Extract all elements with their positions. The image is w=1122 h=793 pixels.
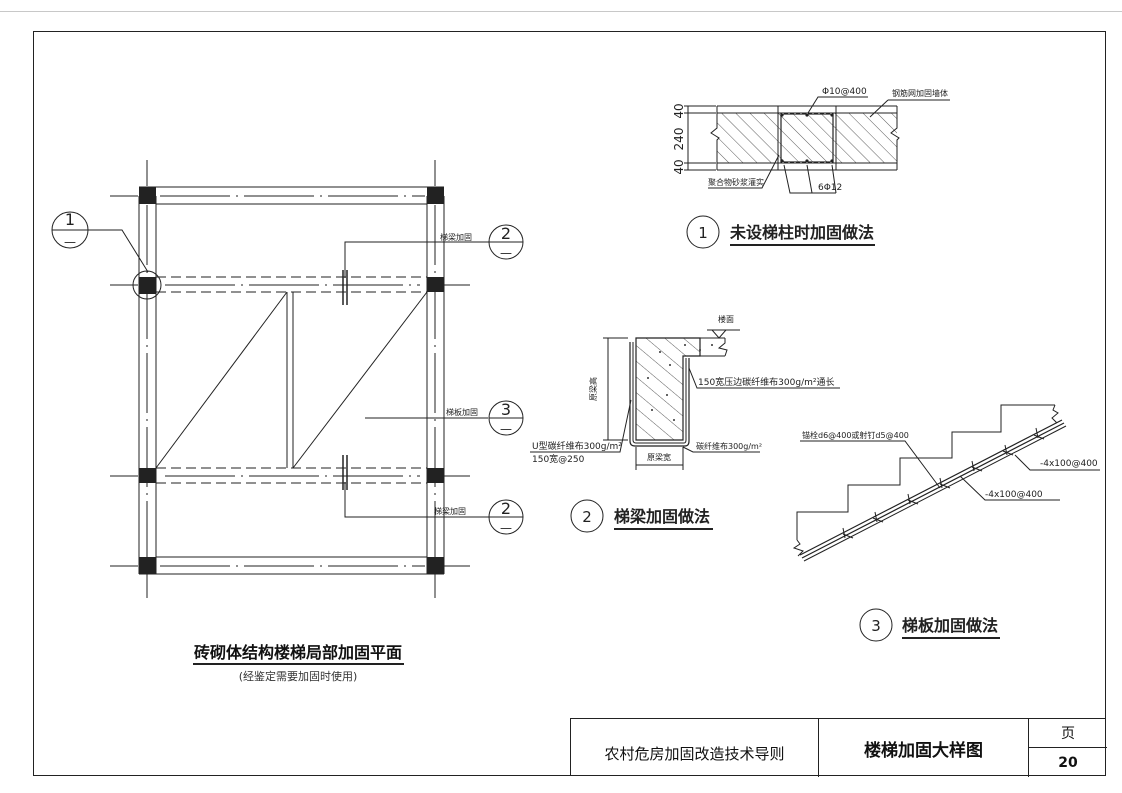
svg-text:—: — (64, 235, 76, 249)
detail-2-title-text: 梯梁加固做法 (614, 507, 710, 526)
callout-label: 梯梁加固 (434, 506, 466, 516)
label-mortar: 聚合物砂浆灌实 (708, 177, 764, 187)
leader-1 (84, 229, 149, 273)
sheet-title: 楼梯加固大样图 (819, 719, 1029, 777)
label-stirrup: Φ10@400 (822, 87, 867, 97)
label-u-wrap-1: U型碳纤维布300g/m² (532, 440, 622, 452)
leader-2-upper (344, 241, 490, 278)
svg-text:1: 1 (698, 224, 708, 242)
column (139, 187, 156, 204)
callout-bubble-3: 梯板加固 3 — (446, 400, 524, 436)
column (427, 277, 444, 292)
label-beam-width: 原梁宽 (647, 452, 671, 462)
callout-bubble-2-upper: 梯梁加固 2 — (440, 224, 524, 260)
column (427, 557, 444, 574)
project-title: 农村危房加固改造技术导则 (571, 719, 819, 777)
stair-flight-left-diagonal (155, 291, 288, 469)
page-number: 20 (1058, 754, 1078, 771)
stair-flight-right-diagonal (292, 291, 428, 469)
label-bottom-strip: 碳纤维布300g/m² (696, 441, 762, 451)
columns (139, 187, 444, 574)
dim-top: 40 (672, 103, 686, 118)
leader-2-lower (344, 482, 490, 518)
svg-text:1: 1 (65, 210, 75, 229)
scan-top-rule (0, 11, 1122, 12)
detail-1-wall-section: 40 240 40 Φ10@400 钢筋网加固墙体 聚合物砂浆灌实 6Φ12 (672, 87, 950, 194)
detail-1-title: 1 未设梯柱时加固做法 (686, 215, 875, 249)
label-plate-upper: -4x100@400 (1040, 459, 1098, 469)
column (139, 277, 156, 294)
svg-text:3: 3 (501, 400, 511, 419)
svg-text:2: 2 (501, 224, 511, 243)
plan-title: 砖砌体结构楼梯局部加固平面 (194, 643, 402, 662)
svg-text:—: — (500, 246, 512, 260)
column (139, 557, 156, 574)
drawing-frame (33, 31, 1106, 776)
callout-bubble-2-lower: 梯梁加固 2 — (434, 499, 524, 535)
detail-2-beam-section: 楼面 原梁高 原梁宽 150宽压边碳纤维布300g/m²通长 碳纤维布300g/… (530, 314, 840, 470)
label-rebar: 6Φ12 (818, 183, 842, 193)
svg-text:2: 2 (582, 508, 592, 526)
label-plate-lower: -4x100@400 (985, 490, 1043, 500)
label-u-wrap-2: 150宽@250 (532, 453, 585, 465)
callout-label: 梯板加固 (446, 407, 478, 417)
detail-3-title: 3 梯板加固做法 (859, 608, 1000, 642)
svg-text:—: — (500, 422, 512, 436)
stair-plan (84, 160, 490, 598)
callout-label: 梯梁加固 (440, 232, 472, 242)
title-block: 农村危房加固改造技术导则 楼梯加固大样图 页 20 (570, 718, 1107, 777)
column (427, 187, 444, 204)
page-label: 页 (1029, 719, 1107, 748)
label-beam-height: 原梁高 (588, 377, 598, 401)
label-floor: 楼面 (718, 314, 734, 324)
svg-text:2: 2 (501, 499, 511, 518)
detail-2-title: 2 梯梁加固做法 (570, 499, 713, 533)
detail-3-stair-slab (792, 404, 1100, 562)
label-anchor: 锚栓d6@400或射钉d5@400 (802, 430, 909, 440)
column (427, 468, 444, 483)
label-mesh-wall: 钢筋网加固墙体 (892, 88, 948, 98)
svg-text:—: — (500, 521, 512, 535)
svg-text:3: 3 (871, 617, 881, 635)
dim-middle: 240 (672, 128, 686, 151)
callout-1-target-circle (132, 270, 162, 300)
detail-3-title-text: 梯板加固做法 (902, 616, 998, 635)
label-top-strip: 150宽压边碳纤维布300g/m²通长 (698, 376, 834, 388)
plan-subtitle: (经鉴定需要加固时使用) (239, 669, 358, 683)
column (139, 468, 156, 483)
detail-1-title-text: 未设梯柱时加固做法 (729, 223, 874, 242)
callout-bubble-1: 1 — (51, 210, 89, 249)
dim-bottom: 40 (672, 159, 686, 174)
